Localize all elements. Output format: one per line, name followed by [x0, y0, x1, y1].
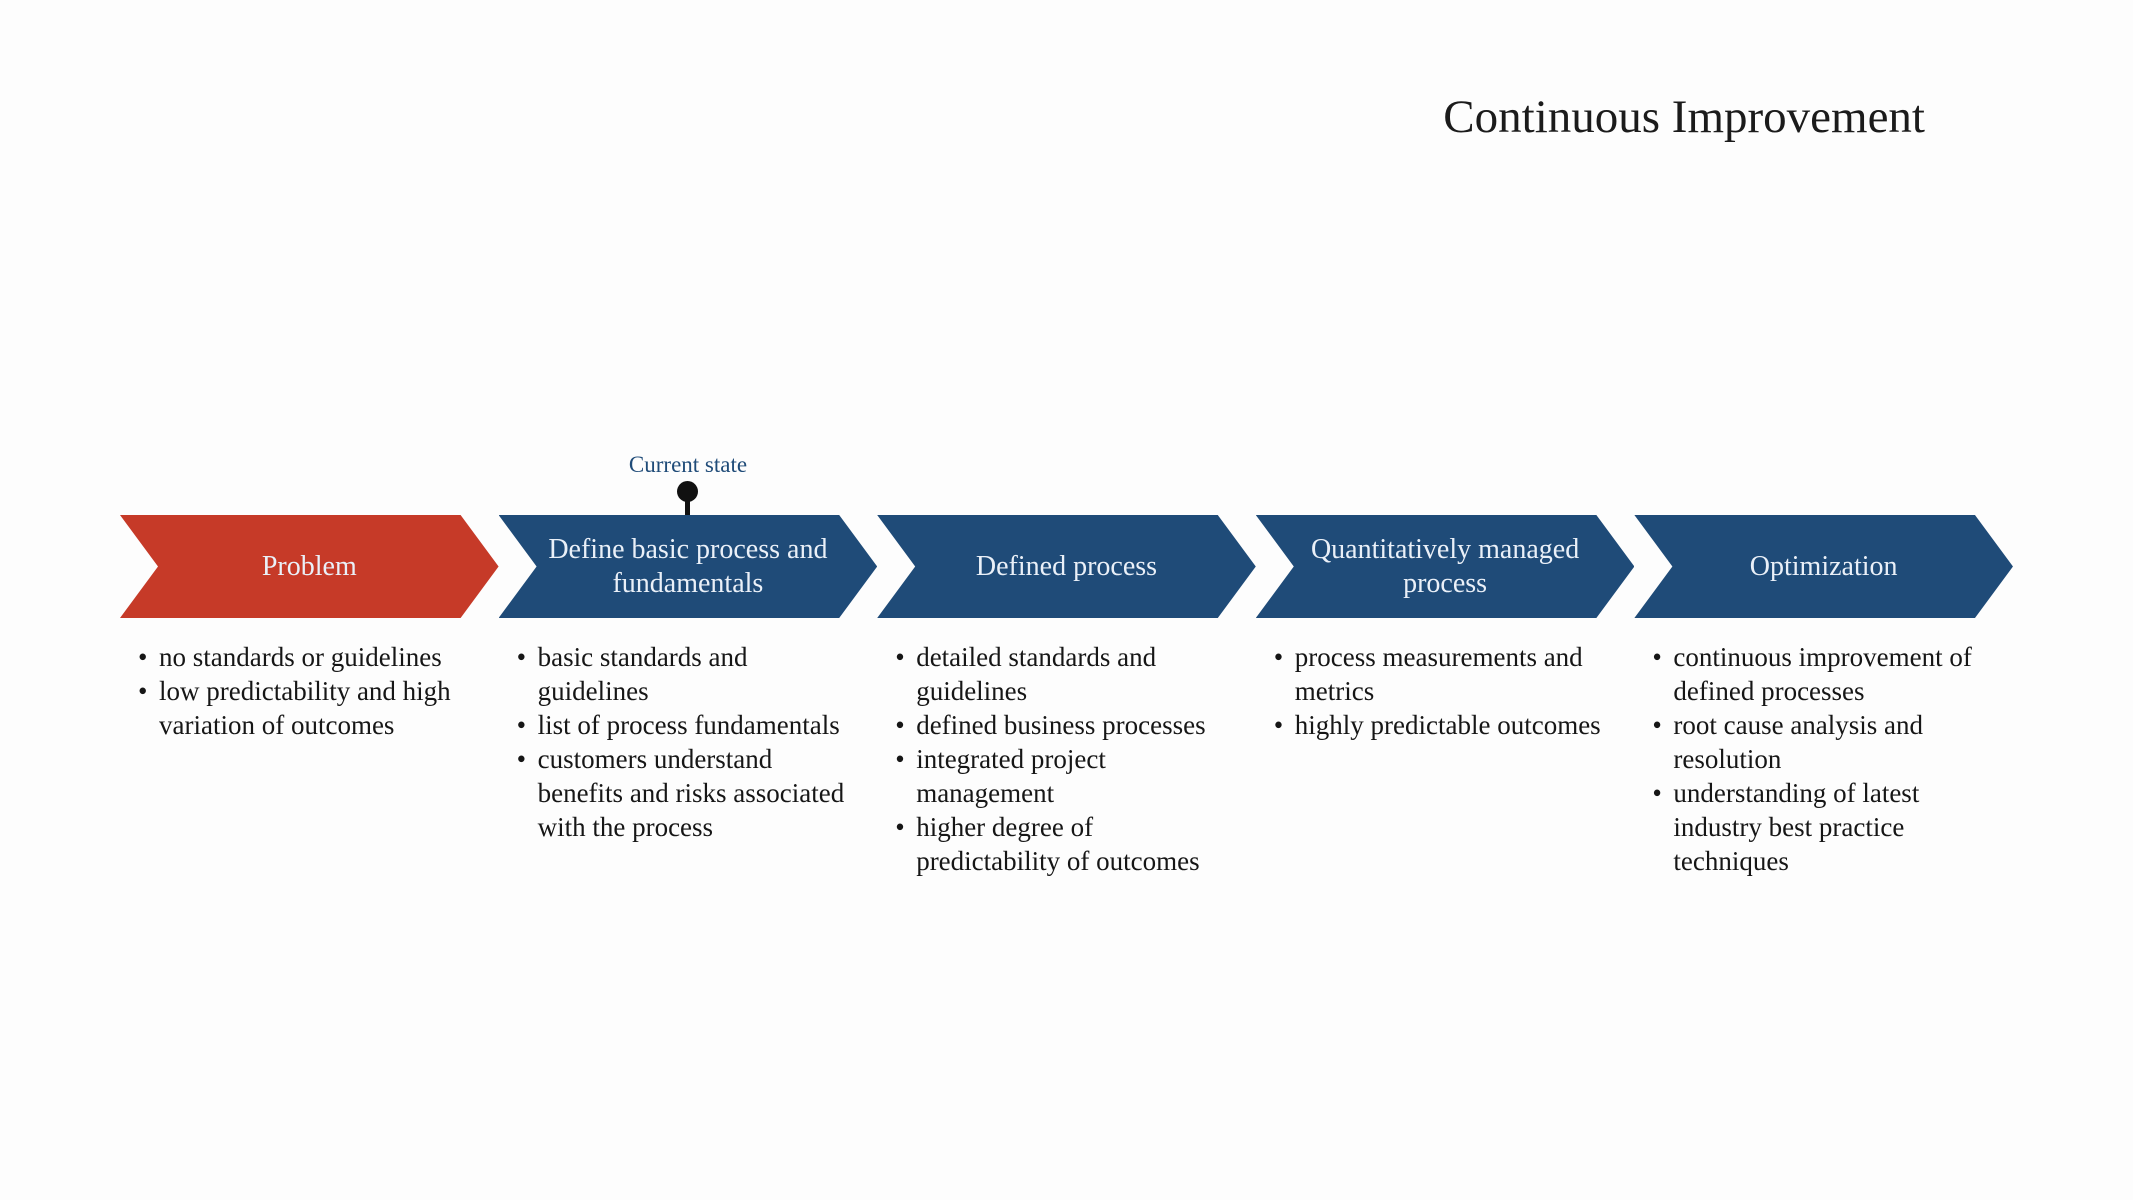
bullet-list: process measurements and metrics highly … [1272, 640, 1609, 742]
page-title: Continuous Improvement [1443, 91, 1925, 143]
stage-bullets-quantitatively-managed: process measurements and metrics highly … [1256, 640, 1635, 878]
bullet-item: customers understand benefits and risks … [515, 742, 852, 844]
bullet-item: integrated project management [893, 742, 1230, 810]
bullet-item: basic standards and guidelines [515, 640, 852, 708]
bullet-item: no standards or guidelines [136, 640, 473, 674]
bullet-item: detailed standards and guidelines [893, 640, 1230, 708]
stage-arrow-defined-process: Defined process [877, 515, 1256, 618]
bullet-item: process measurements and metrics [1272, 640, 1609, 708]
process-chevron-band: Problem Define basic process and fundame… [120, 515, 2013, 618]
stage-detail-columns: no standards or guidelines low predictab… [120, 640, 2013, 878]
stage-label: Quantitatively managed process [1310, 534, 1580, 599]
current-state-pin-stem [685, 498, 690, 516]
stage-bullets-optimization: continuous improvement of defined proces… [1634, 640, 2013, 878]
bullet-item: root cause analysis and resolution [1650, 708, 1987, 776]
stage-label: Defined process [975, 550, 1158, 582]
stage-arrow-define-basic-process: Define basic process and fundamentals [499, 515, 878, 618]
bullet-item: understanding of latest industry best pr… [1650, 776, 1987, 878]
stage-label: Optimization [1749, 550, 1898, 582]
stage-bullets-problem: no standards or guidelines low predictab… [120, 640, 499, 878]
bullet-list: basic standards and guidelines list of p… [515, 640, 852, 844]
stage-bullets-defined-process: detailed standards and guidelines define… [877, 640, 1256, 878]
bullet-list: detailed standards and guidelines define… [893, 640, 1230, 878]
bullet-item: defined business processes [893, 708, 1230, 742]
current-state-pin-icon [677, 481, 698, 502]
bullet-list: continuous improvement of defined proces… [1650, 640, 1987, 878]
stage-bullets-define-basic-process: basic standards and guidelines list of p… [499, 640, 878, 878]
bullet-item: continuous improvement of defined proces… [1650, 640, 1987, 708]
bullet-item: higher degree of predictability of outco… [893, 810, 1230, 878]
bullet-item: highly predictable outcomes [1272, 708, 1609, 742]
bullet-item: low predictability and high variation of… [136, 674, 473, 742]
bullet-item: list of process fundamentals [515, 708, 852, 742]
current-state-label: Current state [628, 452, 748, 477]
stage-arrow-problem: Problem [120, 515, 499, 618]
stage-arrow-optimization: Optimization [1634, 515, 2013, 618]
stage-label: Problem [261, 550, 357, 582]
stage-label: Define basic process and fundamentals [548, 534, 828, 599]
stage-arrow-quantitatively-managed: Quantitatively managed process [1256, 515, 1635, 618]
bullet-list: no standards or guidelines low predictab… [136, 640, 473, 742]
